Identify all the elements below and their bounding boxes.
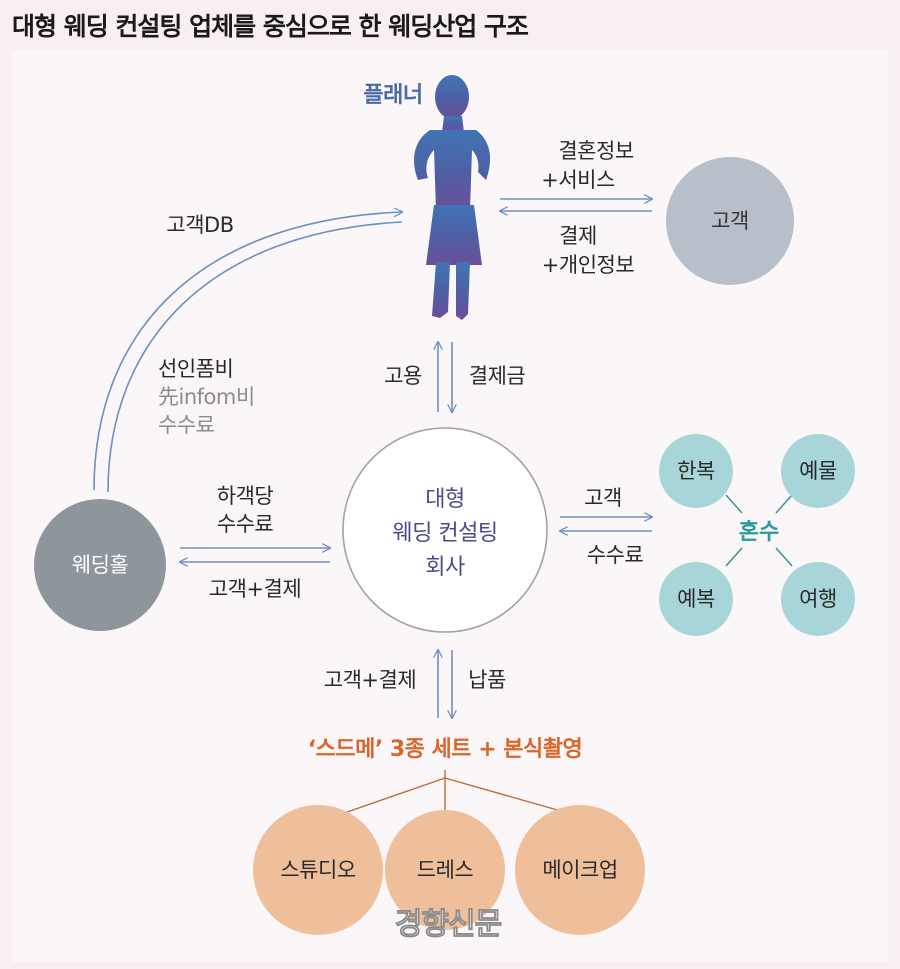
page-title: 대형 웨딩 컨설팅 업체를 중심으로 한 웨딩산업 구조 — [12, 12, 529, 41]
arrows-hall-planner — [93, 212, 402, 493]
yebok-label: 예복 — [677, 587, 715, 611]
studio-node — [253, 805, 383, 935]
edge-honsu-customer: 고객 — [584, 486, 622, 510]
sdm-tree — [329, 770, 576, 819]
arrows-company-sdm — [438, 650, 452, 718]
honsu-connectors — [725, 494, 793, 567]
edge-payment: 결제금 — [469, 364, 526, 388]
edge-hall-fee-3: 수수료 — [158, 413, 215, 437]
arrows-hall-company — [180, 548, 330, 562]
company-label-line-1: 대형 — [425, 487, 464, 512]
customer-label: 고객 — [711, 209, 749, 233]
edge-customer-planner-1: 결제 — [559, 224, 597, 248]
edge-planner-customer-2: +서비스 — [541, 168, 615, 192]
edge-hall-customer-pay: 고객+결제 — [209, 577, 301, 601]
edge-hall-fee-1: 선인폼비 — [158, 357, 233, 381]
edge-hall-db: 고객DB — [166, 213, 233, 237]
planner-figure — [414, 75, 491, 320]
edge-hall-commission-1: 하객당 — [217, 484, 274, 508]
edge-hall-fee-2: 先infom비 — [158, 385, 255, 409]
trip-node — [781, 562, 855, 636]
edge-planner-customer-1: 결혼정보 — [558, 139, 633, 163]
watermark: 경향신문 — [395, 907, 502, 942]
edge-hire: 고용 — [384, 364, 422, 388]
yebok-node — [659, 562, 733, 636]
planner-label: 플래너 — [363, 83, 422, 108]
title-bar: 대형 웨딩 컨설팅 업체를 중심으로 한 웨딩산업 구조 — [0, 0, 900, 46]
company-node — [342, 427, 548, 633]
edge-honsu-fee: 수수료 — [587, 543, 644, 567]
makeup-node — [515, 805, 645, 935]
studio-label: 스튜디오 — [280, 858, 355, 882]
company-label-line-2: 웨딩 컨설팅 — [392, 521, 497, 546]
company-label: 대형 웨딩 컨설팅 회사 — [392, 487, 498, 580]
sdm-title: ‘스드메’ 3종 세트 + 본식촬영 — [308, 737, 583, 762]
hall-node — [34, 499, 166, 631]
dress-node — [385, 810, 505, 930]
makeup-label: 메이크업 — [542, 858, 617, 882]
hall-label: 웨딩홀 — [72, 553, 129, 577]
customer-node — [666, 157, 794, 285]
company-label-line-3: 회사 — [425, 555, 465, 580]
edge-delivery: 납품 — [468, 668, 506, 692]
edge-sdm-customer-pay: 고객+결제 — [324, 668, 416, 692]
dress-label: 드레스 — [417, 858, 474, 882]
edge-customer-planner-2: +개인정보 — [542, 253, 635, 277]
yemul-node — [781, 434, 855, 508]
arrows-company-honsu — [560, 517, 652, 531]
arrows-planner-company — [438, 342, 452, 412]
hanbok-node — [659, 434, 733, 508]
honsu-label: 혼수 — [739, 520, 779, 545]
yemul-label: 예물 — [799, 459, 837, 483]
arrows-planner-customer — [500, 199, 652, 211]
hanbok-label: 한복 — [677, 459, 715, 483]
trip-label: 여행 — [799, 587, 837, 611]
edge-hall-commission-2: 수수료 — [217, 512, 274, 536]
